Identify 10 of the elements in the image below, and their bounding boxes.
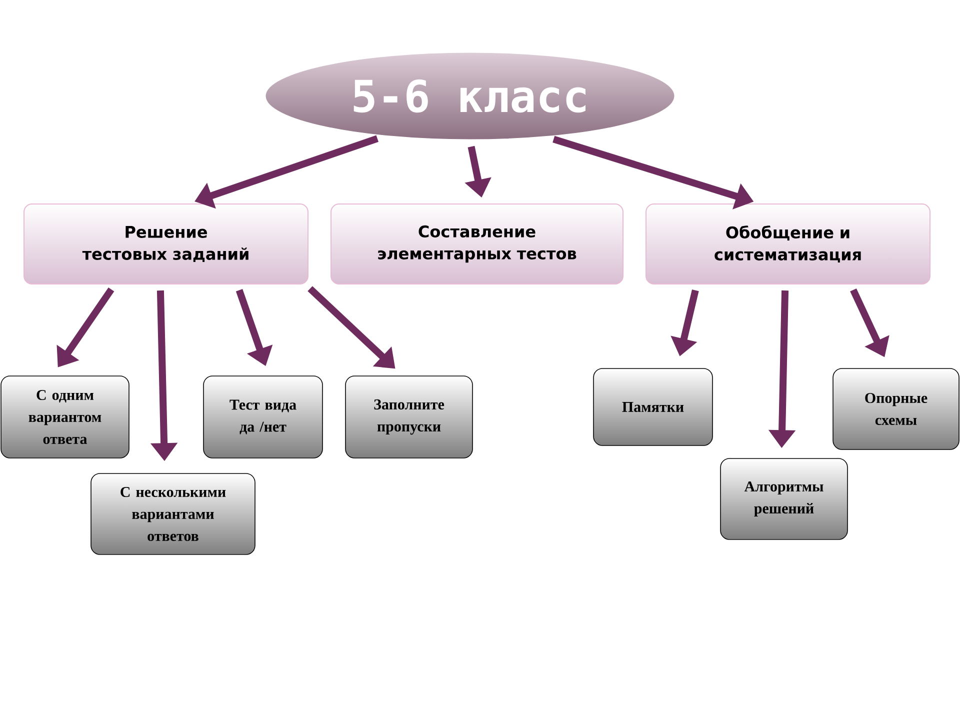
category-box: Составление элементарных тестов [330,204,624,284]
item-box: С несколькими вариантами ответов [90,473,256,555]
item-box: Заполните пропуски [345,376,473,458]
item-box: Тест вида да /нет [203,376,323,458]
item-box: Опорные схемы [832,368,960,450]
category-box: Решение тестовых заданий [24,204,308,284]
item-box: Алгоритмы решений [720,458,848,540]
category-box: Обобщение и систематизация [646,204,931,284]
item-box: Памятки [593,368,713,446]
item-box: С одним вариантом ответа [0,376,130,458]
